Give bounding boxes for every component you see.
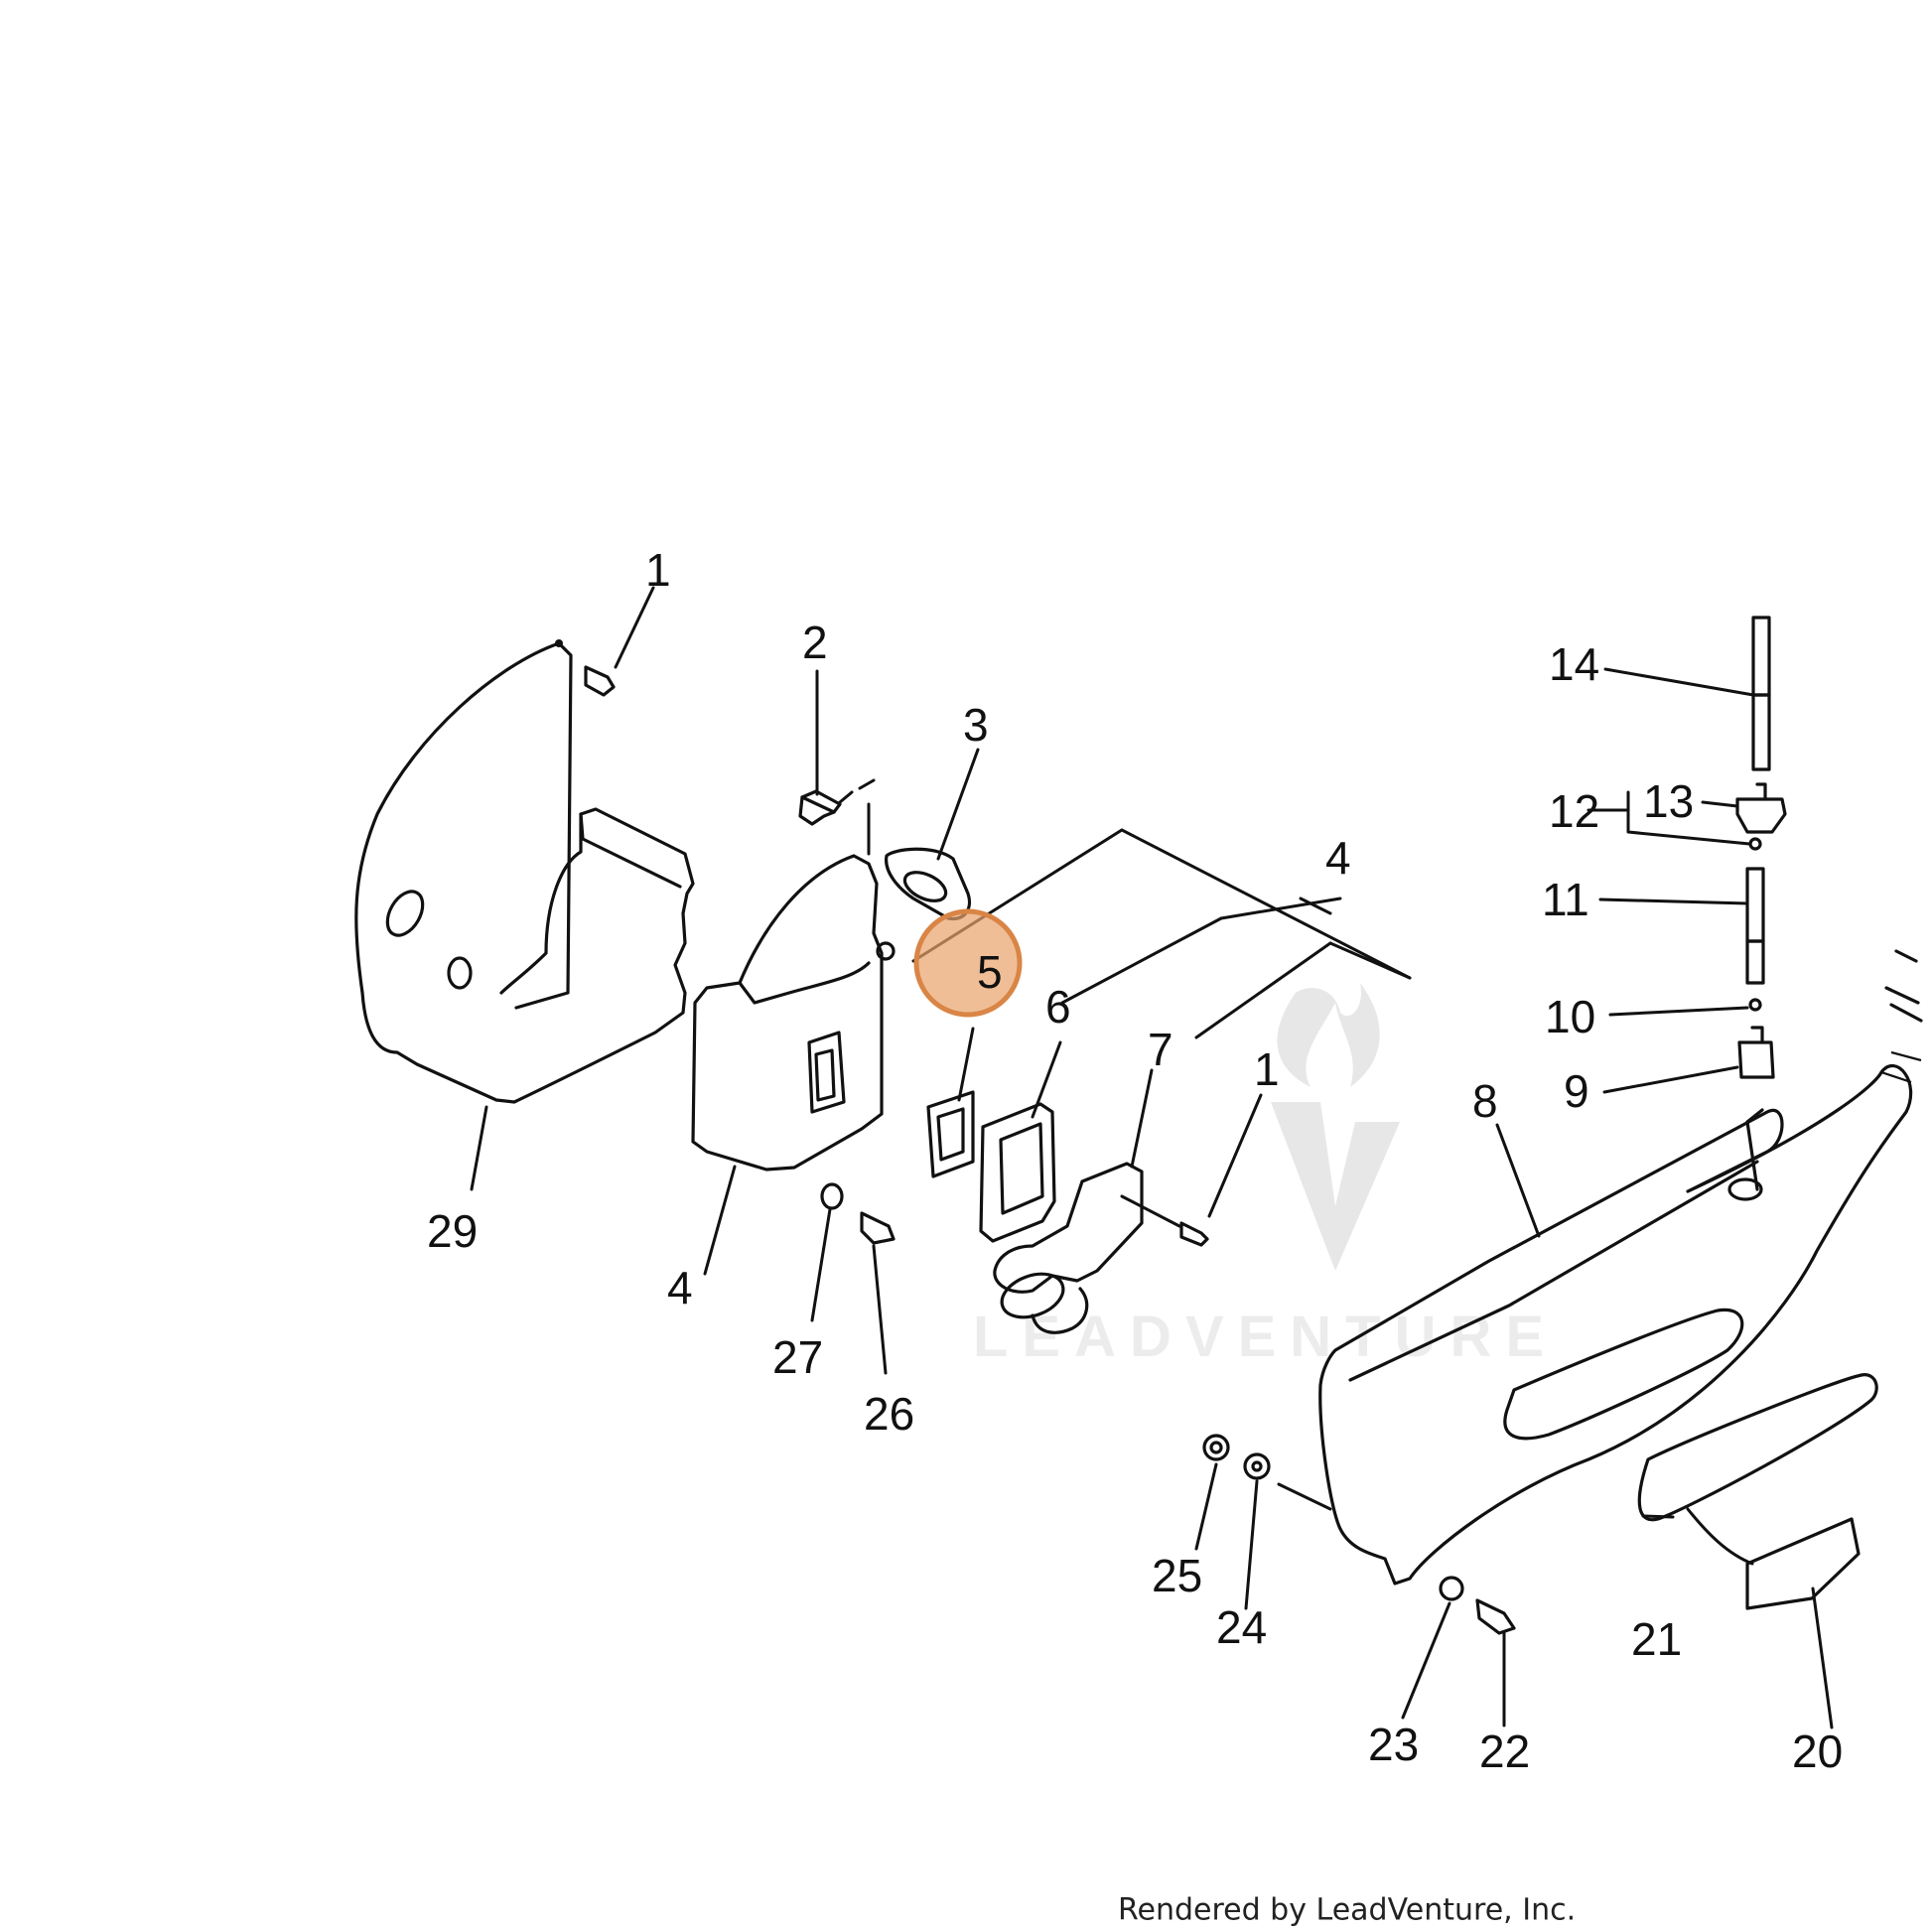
part-3-gasket [885,847,971,920]
part-26-bolt [860,1211,896,1245]
callout-4[interactable]: 4 [667,1262,693,1313]
part-2-bolt [798,778,876,826]
part-23-washer [1439,1576,1464,1601]
part-6-gasket [979,1102,1056,1243]
callout-7[interactable]: 7 [1148,1024,1173,1075]
callout-2[interactable]: 2 [802,617,828,668]
callout-27[interactable]: 27 [772,1331,823,1383]
leadventure-watermark-logo: LEADVENTURE [973,983,1558,1369]
callout-11[interactable]: 11 [1542,874,1589,925]
callout-22[interactable]: 22 [1479,1725,1530,1777]
part-4-case-cover [691,802,896,1172]
part-27-washer [820,1182,844,1210]
part-25-nut [1202,1434,1230,1461]
render-credit: Rendered by LeadVenture, Inc. [1118,1892,1577,1928]
callout-9[interactable]: 9 [1564,1065,1589,1117]
pipe-end [1884,949,1923,1023]
part-24-washer [1243,1452,1271,1480]
part-22-bolt [1475,1598,1516,1635]
callout-13[interactable]: 13 [1643,775,1694,827]
callout-12[interactable]: 12 [1549,785,1599,837]
callout-labels: 1 2 3 4 5 6 7 4 1 8 9 10 11 12 13 14 20 … [427,544,1843,1777]
callout-25[interactable]: 25 [1152,1550,1202,1601]
part-7-manifold [993,1162,1144,1334]
callout-24[interactable]: 24 [1216,1601,1267,1653]
callout-1[interactable]: 1 [1254,1043,1280,1095]
callout-6[interactable]: 6 [1045,981,1071,1033]
part-9-nipple [1737,1026,1775,1079]
callout-3[interactable]: 3 [963,699,989,751]
part-1-screw [584,665,616,697]
callout-20[interactable]: 20 [1792,1725,1843,1777]
callout-21[interactable]: 21 [1631,1613,1682,1665]
callout-4[interactable]: 4 [1325,832,1351,884]
callout-1[interactable]: 1 [645,544,671,596]
part-11-pin [1745,867,1765,985]
leader-lines [470,586,1834,1729]
callout-10[interactable]: 10 [1545,991,1595,1042]
callout-8[interactable]: 8 [1472,1075,1498,1127]
callout-29[interactable]: 29 [427,1205,478,1257]
part-1-screw [1120,1194,1209,1247]
part-8-muffler [1318,1050,1922,1586]
part-10-ring [1748,998,1762,1012]
part-29-shroud [354,639,695,1104]
callout-14[interactable]: 14 [1549,638,1599,690]
watermark-text: LEADVENTURE [973,1305,1558,1369]
part-5-small-gasket [926,1090,975,1178]
part-13-cap [1735,782,1787,851]
callout-26[interactable]: 26 [864,1388,914,1440]
part-20-heat-shield [1745,1517,1861,1610]
part-14-pin [1751,616,1771,771]
callout-23[interactable]: 23 [1368,1719,1419,1770]
callout-5[interactable]: 5 [977,946,1003,998]
part-21-heat-shield [1637,1373,1878,1522]
highlight-circle [913,908,1023,1018]
